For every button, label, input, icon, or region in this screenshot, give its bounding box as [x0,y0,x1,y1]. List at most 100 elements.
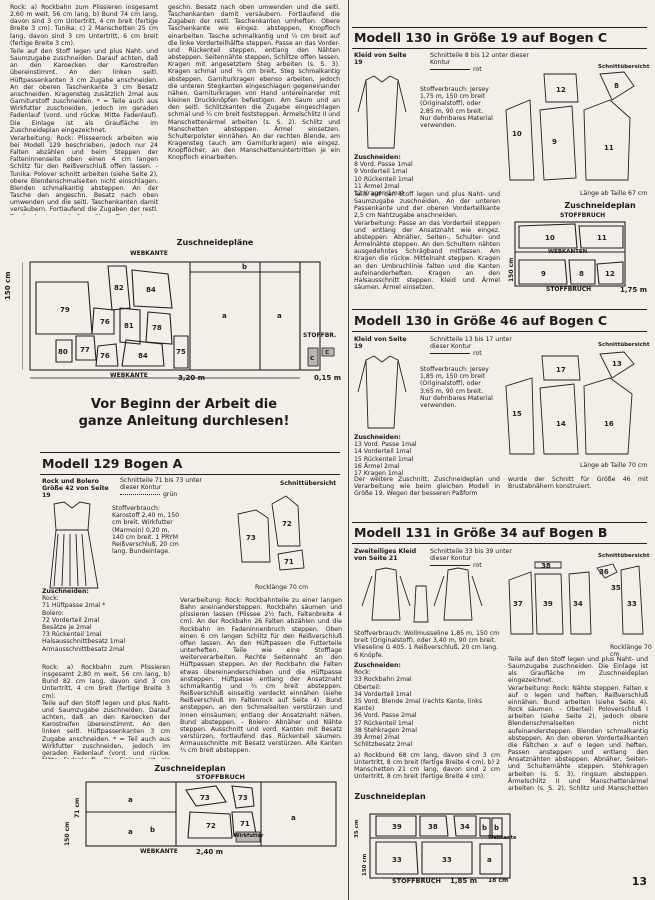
legend-text: Schnitteile 8 bis 12 unter dieser Kontur [430,52,529,67]
svg-text:b: b [482,824,487,832]
legend-color: rot [473,66,482,74]
piece-label: 79 [60,306,70,314]
m131-plan-webkante: Webkante [488,835,517,841]
zuschneiden-item: Halsausschnittbesatz 1mal [42,638,126,646]
zuschneiden-item: Besätze je 2mal [42,624,92,632]
header-rule [40,452,340,454]
zuschneiden-item: Rock: [354,669,371,677]
plan1-width: 3,20 m [178,374,206,382]
m130-46-subtitle: Kleid von Seite 19 [354,336,407,351]
svg-text:b: b [150,826,155,834]
piece-label: a [277,312,282,320]
header-rule [352,27,647,29]
svg-text:8: 8 [579,270,584,278]
column-divider [348,0,349,900]
zuschneiden-item: Armausschnittbesatz 2mal [42,645,125,653]
svg-text:71: 71 [284,558,294,566]
zuschneiden-title: Zuschneiden: [354,662,401,669]
model-129-zuschneiden: Zuschneiden: Rock: 71 Hüftpasse 2mal * B… [42,588,172,653]
legend-color: grün [163,491,178,499]
model-129-cutting-plan: a 73 73 72 71 b a a [85,781,337,847]
m130-19-sketch [357,75,407,149]
svg-text:11: 11 [604,144,614,152]
m130-19-legend: Schnitteile 8 bis 12 unter dieser Kontur… [430,52,530,74]
model-130-19-header: Modell 130 in Größe 19 auf Bogen C [354,30,608,45]
piece-81 [119,307,141,345]
piece-label: 76 [100,318,110,326]
para: Rock: a) Rockbahn zum Plissieren insgesa… [10,4,158,47]
header-rule [352,522,647,524]
zuschneiden-item: 39 Ärmel 2mal [354,734,400,742]
piece-label: 14 [556,420,566,428]
plan1-webkante-top: WEBKANTE [130,250,168,257]
plan1-stoffbruch: STOFFBR. [303,332,337,339]
svg-text:12: 12 [556,86,566,94]
header-rule [352,331,647,333]
m131-schnittuebersicht: 37 39 38 34 36 33 35 [508,561,644,635]
zuschneiden-item: 8 Vord. Passe 1mal [354,161,413,169]
svg-text:a: a [128,796,133,804]
m130-46-note: wurde der Schnitt für Größe 46 mit Brust… [508,476,648,491]
m131-plan-title: Zuschneideplan [354,792,426,801]
zuschneiden-item: 16 Ärmel 2mal [354,462,400,470]
para: Teile auf den Stoff legen und plus Naht-… [10,47,158,134]
svg-text:73: 73 [238,794,248,802]
piece-label: 80 [58,348,68,356]
m130-46-schnitt-label: Schnittübersicht [598,342,650,348]
plan-width: 2,40 m [196,848,224,856]
svg-text:38: 38 [541,562,551,570]
legend-color: rot [473,350,482,358]
m131-zuschneiden: Zuschneiden: Rock: 33 Rockbahn 2mal Ober… [354,662,500,748]
model-130-46-header: Modell 130 in Größe 46 auf Bogen C [354,313,608,328]
m131-plan-small: 18 cm [488,877,509,884]
zuschneiden-item: 37 Rückenteil 1mal [354,719,414,727]
svg-text:72: 72 [206,822,216,830]
model-129-schnittuebersicht: 73 72 71 [237,495,305,571]
svg-text:39: 39 [392,823,402,831]
para-continued: geschn. Besatz nach oben umwenden und di… [168,4,340,162]
zuschneiden-item: 71 Hüftpasse 2mal * [42,602,106,610]
svg-text:8: 8 [614,82,619,90]
m131-cutting-plan: 39 38 34 33 33 a b b [369,813,511,879]
svg-text:37: 37 [513,600,523,608]
model-129-legend: Schnitteile 71 bis 73 unter dieser Kontu… [120,477,220,499]
piece-label: 78 [152,324,162,332]
legend-text: Schnitteile 13 bis 17 unter dieser Kontu… [430,336,512,351]
piece-76 [95,343,119,367]
model-129-header: Modell 129 Bogen A [42,456,183,471]
m130-19-cutting-plan: 10 11 9 8 12 [514,221,626,287]
model-129-text: Rock: a) Rockbahn zum Plissieren insgesa… [42,664,170,759]
piece-label: c [325,348,329,356]
svg-text:36: 36 [599,568,609,576]
piece-label: 75 [176,348,186,356]
header-rule [352,543,647,545]
svg-text:12: 12 [605,270,615,278]
piece-label: 77 [80,346,90,354]
svg-text:10: 10 [545,234,555,242]
zuschneiden-item: 13 Vord. Passe 1mal [354,441,417,449]
m130-19-laenge: Länge ab Taille 67 cm [580,190,648,197]
zuschneiden-item: 35 Vord. Blende 2mal (rechts Kante, link… [354,698,483,713]
svg-text:b: b [494,824,499,832]
plan1-webkante-bottom: WEBKANTE [110,372,148,379]
plan-depth-1: 150 cm [64,821,71,846]
text-block-2: geschn. Besatz nach oben umwenden und di… [168,4,340,237]
plan1-title: Zuschneidepläne [176,238,254,247]
m130-19-plan-width: 1,75 m [620,286,648,294]
m130-19-plan-webkante: WEBKANTEN [548,249,588,255]
m131-text-bottom: a) Rockbund 68 cm lang, davon sind 3 cm … [354,752,500,781]
svg-text:a: a [128,828,133,836]
zuschneiden-item: 73 Rückenteil 1mal [42,631,102,639]
m131-plan-stoffbruch: STOFFBRUCH [392,877,441,885]
svg-text:72: 72 [282,520,292,528]
model-129-subtitle: Rock und Bolero Größe 42 von Seite 19 [42,478,109,500]
m130-19-plan-stoffbruch-bottom: STOFFBRUCH [546,286,592,293]
zuschneiden-item: Bolero: [42,609,64,617]
page-number: 13 [631,875,647,888]
zuschneiden-item: 14 Vorderteil 1mal [354,448,412,456]
svg-text:9: 9 [541,270,546,278]
piece-82 [107,265,131,311]
svg-text:38: 38 [428,823,438,831]
legend-text: Schnitteile 33 bis 39 unter dieser Kontu… [430,548,512,563]
